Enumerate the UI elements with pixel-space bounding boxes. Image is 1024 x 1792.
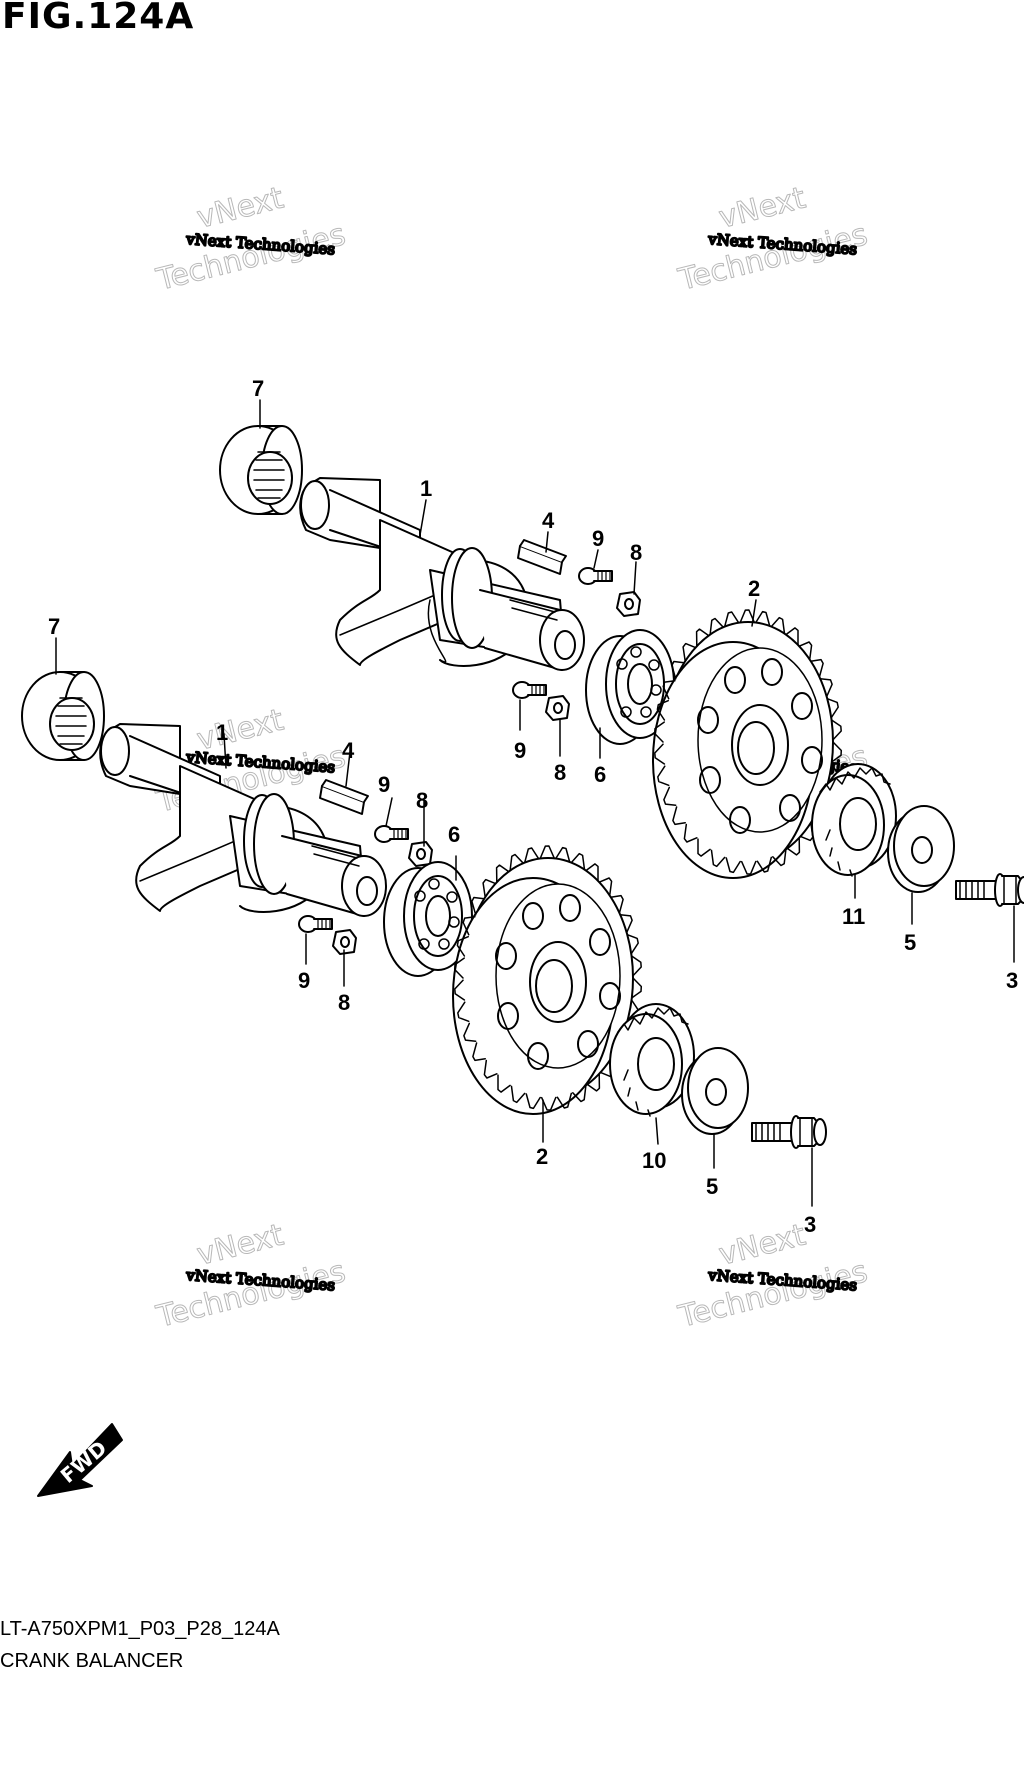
watermark-bottom-left: vNext Technologies vNext Technologies	[152, 1217, 349, 1335]
callout-4: 4	[542, 508, 555, 533]
lower-lock-plate-a	[408, 841, 433, 867]
upper-ball-bearing	[585, 629, 675, 745]
upper-screw-b	[512, 681, 547, 699]
upper-screw-a	[578, 567, 613, 585]
callout-6: 6	[594, 762, 606, 787]
callout-5: 5	[706, 1174, 718, 1199]
watermark-word-1: vNext	[715, 1218, 809, 1273]
lower-ball-bearing	[383, 861, 473, 977]
watermark-word-2: Technologies	[152, 217, 348, 298]
lower-washer	[681, 1047, 749, 1135]
callout-3: 3	[804, 1212, 816, 1237]
watermark-word-1: vNext	[715, 181, 809, 236]
upper-woodruff-key	[517, 539, 567, 575]
drawing-name: CRANK BALANCER	[0, 1650, 184, 1672]
lower-woodruff-key	[319, 779, 369, 815]
callout-2: 2	[748, 576, 760, 601]
leader-lines	[55, 399, 1015, 1207]
lower-drive-gear	[609, 1003, 695, 1117]
watermark-top-right: vNext Technologies vNext Technologies	[674, 180, 871, 298]
lower-screw-b	[298, 915, 333, 933]
callout-1: 1	[216, 720, 228, 745]
lower-balancer-shaft	[99, 723, 387, 917]
callout-11: 11	[842, 904, 865, 929]
callout-7: 7	[48, 614, 60, 639]
callout-8: 8	[554, 760, 566, 785]
callout-2: 2	[536, 1144, 548, 1169]
watermark-word-1: vNext	[193, 1218, 287, 1273]
upper-lock-plate-a	[616, 591, 641, 617]
callout-8: 8	[416, 788, 428, 813]
watermark-word-2: Technologies	[674, 217, 870, 298]
upper-washer	[887, 805, 955, 893]
drawing-code: LT-A750XPM1_P03_P28_124A	[0, 1618, 280, 1640]
watermark-word-1: vNext	[193, 181, 287, 236]
figure-title: FIG.124A	[2, 0, 195, 37]
callout-8: 8	[338, 990, 350, 1015]
upper-bolt	[955, 873, 1024, 907]
watermark-word-2: Technologies	[152, 1254, 348, 1335]
callout-3: 3	[1006, 968, 1018, 993]
lower-needle-bearing	[21, 671, 105, 761]
callout-10: 10	[642, 1148, 666, 1173]
watermark-bottom-right: vNext Technologies vNext Technologies	[674, 1217, 871, 1335]
upper-balancer-shaft	[299, 477, 585, 671]
callout-4: 4	[342, 738, 355, 763]
lower-bolt	[751, 1115, 827, 1149]
watermark-top-left: vNext Technologies vNext Technologies	[152, 180, 349, 298]
callout-1: 1	[420, 476, 432, 501]
callout-9: 9	[378, 772, 390, 797]
watermark-word-2: Technologies	[674, 1254, 870, 1335]
callout-8: 8	[630, 540, 642, 565]
lower-driven-gear	[452, 845, 643, 1115]
upper-drive-gear	[811, 763, 897, 877]
callout-5: 5	[904, 930, 916, 955]
callout-labels: 7 1 4 9 8 2 9 8 6 11 5 3 7 1 4 9 8 6 9 8…	[48, 376, 1018, 1237]
callout-7: 7	[252, 376, 264, 401]
upper-driven-gear	[652, 609, 843, 879]
fwd-direction-arrow: FWD	[37, 1423, 123, 1497]
callout-9: 9	[514, 738, 526, 763]
lower-screw-a	[374, 825, 409, 843]
upper-lock-plate-b	[545, 695, 570, 721]
upper-needle-bearing	[219, 425, 303, 515]
callout-9: 9	[298, 968, 310, 993]
callout-9: 9	[592, 526, 604, 551]
callout-6: 6	[448, 822, 460, 847]
